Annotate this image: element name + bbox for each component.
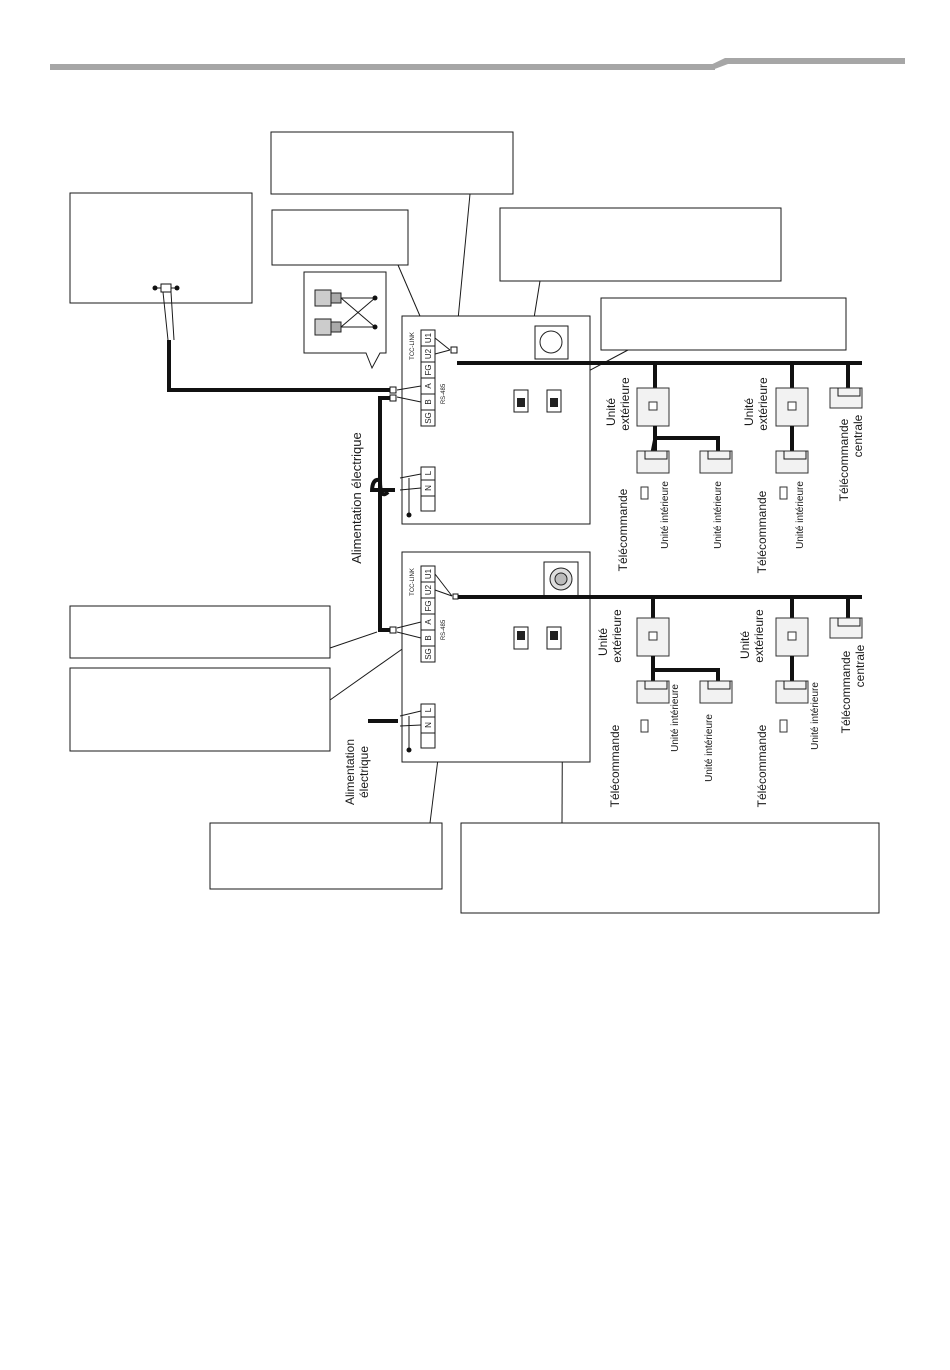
outdoor-label-1a-l1: Unité <box>604 398 618 426</box>
outdoor-label-1b-l1: Unité <box>742 398 756 426</box>
gateway-1: U1 U2 FG A B SG TCC-LINK RS-485 L N <box>389 315 591 525</box>
callout-box-right <box>600 297 847 351</box>
outdoor-label-2b-l1: Unité <box>738 631 752 659</box>
gateway-2: U1 U2 FG A B SG TCC-LINK RS-485 L N <box>389 551 591 763</box>
crossed-wire-inset <box>303 271 387 370</box>
callout-box-left-1 <box>69 605 331 659</box>
remote-label-1b: Télécommande <box>755 490 769 573</box>
outdoor-label-2a-l2: extérieure <box>610 609 624 663</box>
power-wiring <box>370 396 395 632</box>
callout-box-bottom-large <box>460 822 880 914</box>
central-remote-2 <box>829 617 863 639</box>
terminal-b-2: B <box>424 635 433 640</box>
central-label-2-l2: centrale <box>853 644 867 687</box>
tcc-network-1: Unité extérieure Unité extérieure Téléco… <box>457 361 865 573</box>
terminal-b: B <box>424 399 433 404</box>
outdoor-label-2b-l2: extérieure <box>752 609 766 663</box>
rs485-label-2: RS-485 <box>441 619 447 640</box>
indoor-unit-1c <box>775 450 809 474</box>
indoor-label-2b: Unité intérieure <box>704 714 715 782</box>
rs485-label: RS-485 <box>441 383 447 404</box>
terminal-u1-2: U1 <box>424 568 433 579</box>
tcc-link-label-2: TCC-LINK <box>410 568 416 596</box>
callout-box-small <box>271 209 409 266</box>
indoor-unit-1a <box>636 450 670 474</box>
power-label-2b: électrique <box>357 746 371 798</box>
indoor-unit-2c <box>775 680 809 704</box>
outdoor-label-1b-l2: extérieure <box>756 377 770 431</box>
terminal-l-1: L <box>424 470 433 475</box>
terminal-block-1: U1 U2 FG A B SG TCC-LINK RS-485 <box>410 329 447 427</box>
terminal-l-2: L <box>424 707 433 712</box>
remote-label-2a: Télécommande <box>608 724 622 807</box>
indoor-label-2a: Unité intérieure <box>670 684 681 752</box>
tcc-network-2: Unité extérieure Unité extérieure Téléco… <box>458 595 867 807</box>
tcc-link-label: TCC-LINK <box>410 332 416 360</box>
remote-label-1a: Télécommande <box>616 488 630 571</box>
header-bar <box>50 58 905 70</box>
terminal-n-1: N <box>424 485 433 491</box>
bms-cable <box>152 283 390 392</box>
terminal-a-2: A <box>424 619 433 625</box>
power-label-2a: Alimentation <box>343 739 357 805</box>
indoor-label-1c: Unité intérieure <box>795 481 806 549</box>
terminal-block-2: U1 U2 FG A B SG TCC-LINK RS-485 <box>410 565 447 663</box>
indoor-label-1a: Unité intérieure <box>660 481 671 549</box>
central-label-2-l1: Télécommande <box>839 650 853 733</box>
terminal-sg: SG <box>424 412 433 424</box>
terminal-u2: U2 <box>424 348 433 359</box>
central-label-1-l2: centrale <box>851 414 865 457</box>
indoor-label-1b: Unité intérieure <box>713 481 724 549</box>
power-label-1: Alimentation électrique <box>349 432 364 564</box>
indoor-unit-2b <box>699 680 733 704</box>
indoor-unit-2a <box>636 680 670 704</box>
outdoor-label-2a-l1: Unité <box>596 628 610 656</box>
terminal-n-2: N <box>424 722 433 728</box>
indoor-unit-1b <box>699 450 733 474</box>
remote-label-2b: Télécommande <box>755 724 769 807</box>
terminal-a: A <box>424 383 433 389</box>
callout-box-left-2 <box>69 667 331 752</box>
terminal-u1: U1 <box>424 332 433 343</box>
indoor-label-2c: Unité intérieure <box>810 682 821 750</box>
terminal-u2-2: U2 <box>424 584 433 595</box>
central-label-1-l1: Télécommande <box>837 418 851 501</box>
central-remote-1 <box>829 387 863 409</box>
callout-box-dip-switch <box>499 207 782 282</box>
terminal-sg-2: SG <box>424 648 433 660</box>
outdoor-label-1a-l2: extérieure <box>618 377 632 431</box>
callout-box-top-center <box>270 131 514 195</box>
callout-box-bottom-small <box>209 822 443 890</box>
terminal-fg-2: FG <box>424 600 433 611</box>
terminal-fg: FG <box>424 364 433 375</box>
